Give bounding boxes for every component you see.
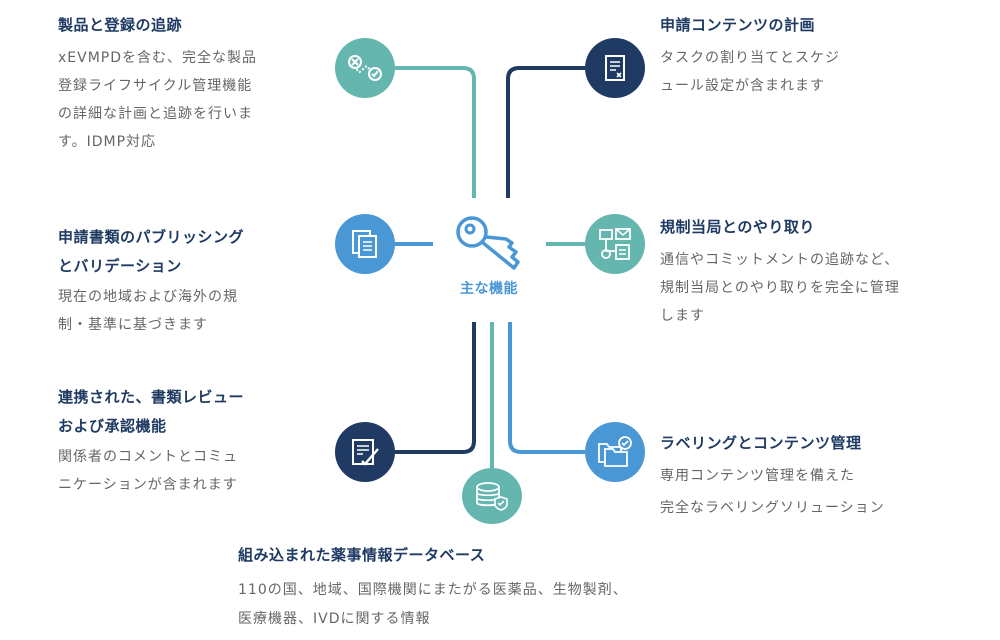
feature-description: 専用コンテンツ管理を備えた 完全なラベリングソリューション xyxy=(660,468,885,516)
correspondence-icon xyxy=(585,214,645,274)
review-icon xyxy=(335,422,395,482)
folders-icon xyxy=(585,422,645,482)
feature-description: 通信やコミットメントの追跡など、 規制当局とのやり取りを完全に管理 します xyxy=(660,252,900,324)
feature-review-approval: 連携された、書類レビュー および承認機能 関係者のコメントとコミュ ニケーション… xyxy=(58,383,318,499)
connector-product-registration xyxy=(395,66,476,198)
feature-title: 製品と登録の追跡 xyxy=(58,16,183,34)
feature-title: 組み込まれた薬事情報データベース xyxy=(238,546,486,564)
feature-description: 110の国、地域、国際機関にまたがる医薬品、生物製剤、 医療機器、IVDに関する… xyxy=(238,582,628,627)
feature-authority-correspondence: 規制当局とのやり取り 通信やコミットメントの追跡など、 規制当局とのやり取りを完… xyxy=(660,213,990,330)
feature-title: ラベリングとコンテンツ管理 xyxy=(660,434,862,452)
connector-review-approval xyxy=(395,322,476,454)
route-icon xyxy=(335,38,395,98)
document-icon xyxy=(585,38,645,98)
database-icon xyxy=(462,468,522,524)
connector-labeling-content xyxy=(508,322,585,454)
feature-description: 現在の地域および海外の規 制・基準に基づきます xyxy=(58,289,238,333)
feature-regulatory-database: 組み込まれた薬事情報データベース 110の国、地域、国際機関にまたがる医薬品、生… xyxy=(238,541,798,634)
feature-title: 規制当局とのやり取り xyxy=(660,218,815,236)
feature-labeling-content: ラベリングとコンテンツ管理 専用コンテンツ管理を備えた 完全なラベリングソリュー… xyxy=(660,429,980,524)
feature-title: 連携された、書類レビュー および承認機能 xyxy=(58,388,245,435)
feature-description: xEVMPDを含む、完全な製品 登録ライフサイクル管理機能 の詳細な計画と追跡を… xyxy=(58,50,258,150)
feature-description: タスクの割り当てとスケジ ュール設定が含まれます xyxy=(660,50,840,94)
feature-product-registration: 製品と登録の追跡 xEVMPDを含む、完全な製品 登録ライフサイクル管理機能 の… xyxy=(58,11,318,156)
feature-title: 申請書類のパブリッシング とバリデーション xyxy=(58,228,245,275)
connector-submission-planning xyxy=(506,66,585,198)
documents-icon xyxy=(335,214,395,274)
feature-submission-planning: 申請コンテンツの計画 タスクの割り当てとスケジ ュール設定が含まれます xyxy=(660,11,980,100)
feature-title: 申請コンテンツの計画 xyxy=(660,16,816,34)
key-icon xyxy=(452,212,526,278)
feature-publishing-validation: 申請書類のパブリッシング とバリデーション 現在の地域および海外の規 制・基準に… xyxy=(58,223,318,339)
center-label: 主な機能 xyxy=(460,281,518,297)
feature-description: 関係者のコメントとコミュ ニケーションが含まれます xyxy=(58,449,238,493)
